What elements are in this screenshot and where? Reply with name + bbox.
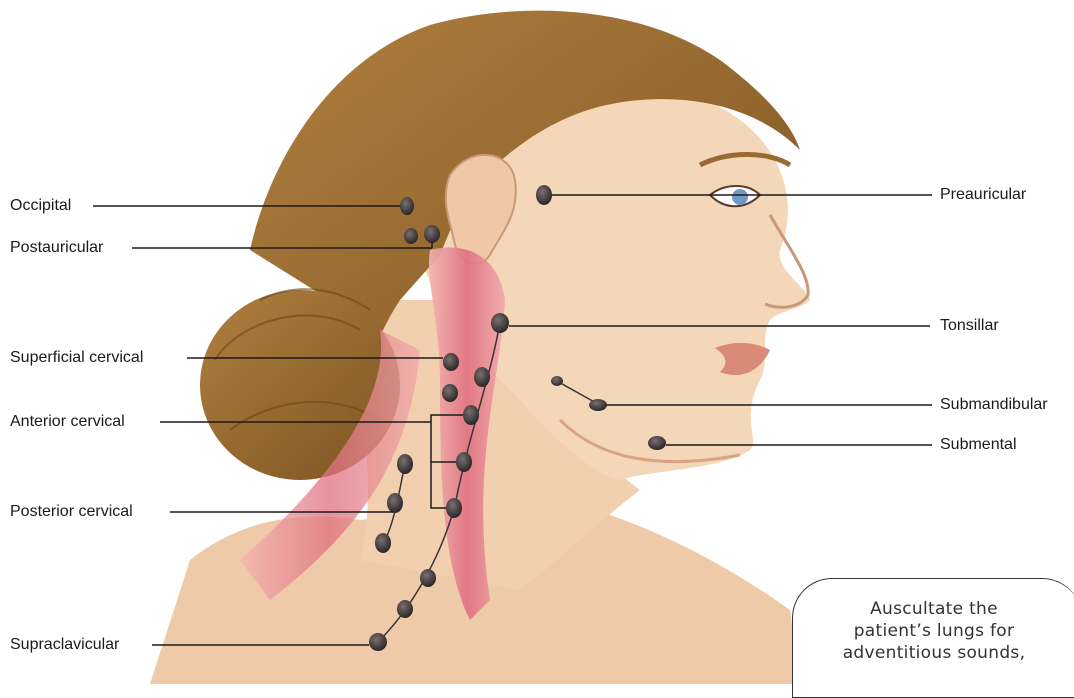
node-anterior-cervical-0 [474, 367, 490, 387]
note-line: adventitious sounds, [793, 643, 1074, 663]
node-tonsillar [491, 313, 509, 333]
label-superficial-cervical: Superficial cervical [10, 349, 143, 367]
label-posterior-cervical: Posterior cervical [10, 503, 133, 521]
note-callout: Auscultate the patient’s lungs for adven… [792, 578, 1074, 698]
node-superficial-cervical-1 [443, 353, 459, 371]
node-supraclavicular-2 [397, 600, 413, 618]
label-postauricular: Postauricular [10, 239, 103, 257]
label-anterior-cervical: Anterior cervical [10, 413, 125, 431]
node-submandibular-1 [551, 376, 563, 386]
node-preauricular [536, 185, 552, 205]
node-anterior-cervical-1 [463, 405, 479, 425]
label-submandibular: Submandibular [940, 396, 1048, 414]
note-line: patient’s lungs for [793, 621, 1074, 641]
label-supraclavicular: Supraclavicular [10, 636, 119, 654]
label-preauricular: Preauricular [940, 186, 1026, 204]
node-posterior-cervical-2 [387, 493, 403, 513]
note-line: Auscultate the [793, 599, 1074, 619]
node-submandibular-2 [589, 399, 607, 411]
node-superficial-cervical-2 [442, 384, 458, 402]
label-tonsillar: Tonsillar [940, 317, 999, 335]
node-supraclavicular-1 [420, 569, 436, 587]
node-postauricular-1 [404, 228, 418, 244]
node-posterior-cervical-3 [375, 533, 391, 553]
iris [732, 189, 748, 205]
node-posterior-cervical-1 [397, 454, 413, 474]
label-occipital: Occipital [10, 197, 71, 215]
node-anterior-cervical-3 [446, 498, 462, 518]
node-submental [648, 436, 666, 450]
node-occipital [400, 197, 414, 215]
node-supraclavicular-3 [369, 633, 387, 651]
node-anterior-cervical-2 [456, 452, 472, 472]
label-submental: Submental [940, 436, 1017, 454]
node-postauricular-2 [424, 225, 440, 243]
